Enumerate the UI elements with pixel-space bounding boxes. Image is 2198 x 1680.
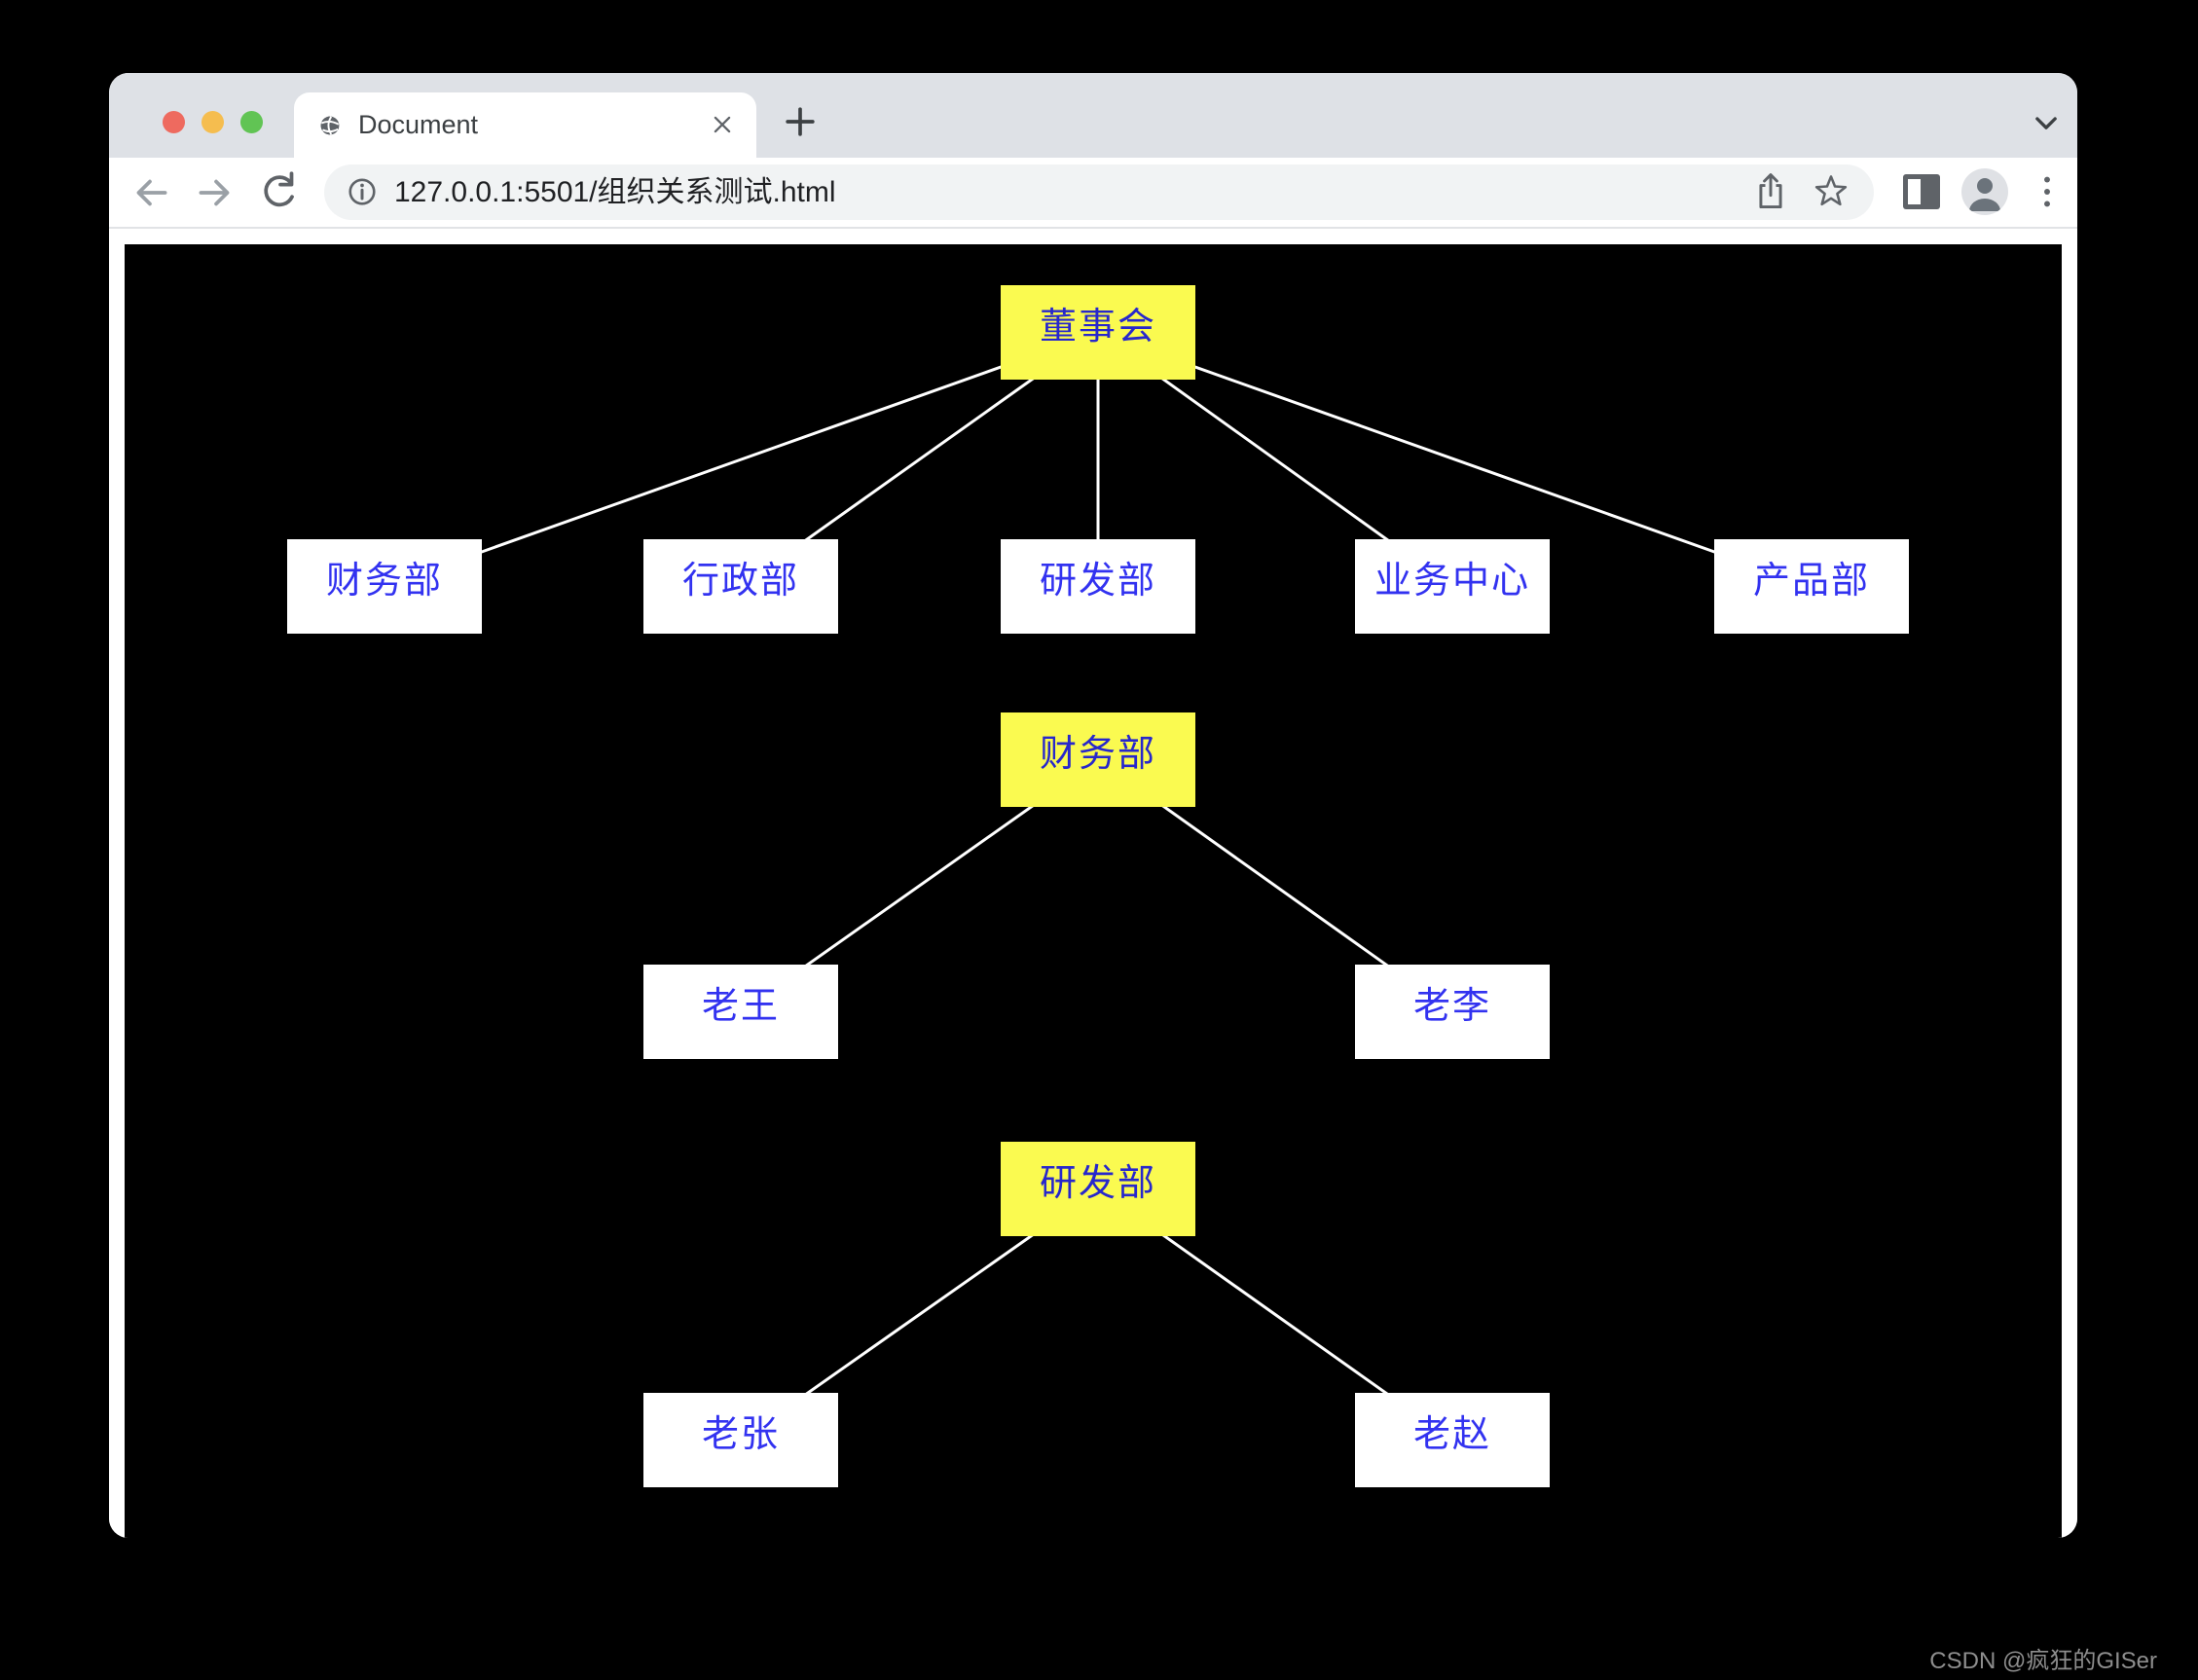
browser-window: Document <box>109 73 2077 1538</box>
share-icon[interactable] <box>1749 170 1792 213</box>
tab-search-chevron-icon[interactable] <box>2025 104 2068 143</box>
new-tab-button[interactable] <box>779 100 822 143</box>
org-node-label: 老李 <box>1412 986 1491 1027</box>
window-minimize-button[interactable] <box>201 111 224 133</box>
tab-close-icon[interactable] <box>706 108 739 141</box>
watermark-text: CSDN @疯狂的GISer <box>1929 1648 2157 1674</box>
site-info-icon[interactable] <box>342 171 383 212</box>
org-edges <box>384 331 1813 1442</box>
org-node-label: 老王 <box>701 986 780 1027</box>
org-edge-board-product <box>1097 331 1813 588</box>
org-node-label: 研发部 <box>1039 1163 1156 1204</box>
org-node-finance[interactable]: 财务部 <box>287 539 482 634</box>
page-content: 董事会财务部行政部研发部业务中心产品部财务部老王老李研发部老张老赵 <box>109 229 2077 1538</box>
tab-document[interactable]: Document <box>294 92 756 158</box>
org-node-product[interactable]: 产品部 <box>1714 539 1909 634</box>
org-node-board[interactable]: 董事会 <box>1001 285 1195 380</box>
org-node-label: 行政部 <box>681 561 799 602</box>
org-node-label: 业务中心 <box>1374 561 1530 602</box>
org-node-label: 财务部 <box>325 561 443 602</box>
globe-favicon-icon <box>315 111 345 140</box>
org-node-laoli[interactable]: 老李 <box>1355 965 1550 1059</box>
browser-menu-icon[interactable] <box>2025 168 2070 215</box>
omnibox[interactable]: 127.0.0.1:5501/组织关系测试.html <box>324 164 1874 220</box>
org-node-rnd2[interactable]: 研发部 <box>1001 1142 1195 1236</box>
org-node-label: 老赵 <box>1412 1414 1491 1455</box>
org-edge-board-finance <box>384 331 1099 588</box>
back-button[interactable] <box>127 168 175 217</box>
reload-button[interactable] <box>255 168 304 217</box>
tab-title: Document <box>358 110 479 139</box>
tab-inner: Document <box>294 92 756 158</box>
org-node-bizcenter[interactable]: 业务中心 <box>1355 539 1550 634</box>
org-node-finance2[interactable]: 财务部 <box>1001 712 1195 807</box>
forward-button[interactable] <box>191 168 239 217</box>
org-node-rnd[interactable]: 研发部 <box>1001 539 1195 634</box>
sidebar-toggle-icon[interactable] <box>1898 168 1945 215</box>
org-node-label: 产品部 <box>1752 561 1870 602</box>
tab-strip: Document <box>109 73 2077 158</box>
browser-toolbar: 127.0.0.1:5501/组织关系测试.html <box>109 158 2077 229</box>
org-node-label: 财务部 <box>1039 734 1156 775</box>
org-node-label: 老张 <box>701 1414 780 1455</box>
org-node-laowang[interactable]: 老王 <box>643 965 838 1059</box>
window-zoom-button[interactable] <box>240 111 263 133</box>
profile-avatar-icon[interactable] <box>1961 168 2008 215</box>
window-close-button[interactable] <box>163 111 185 133</box>
bookmark-star-icon[interactable] <box>1810 170 1852 213</box>
url-text: 127.0.0.1:5501/组织关系测试.html <box>394 176 836 208</box>
org-chart: 董事会财务部行政部研发部业务中心产品部财务部老王老李研发部老张老赵 <box>125 244 2062 1538</box>
org-node-laozhao[interactable]: 老赵 <box>1355 1393 1550 1487</box>
org-node-admin[interactable]: 行政部 <box>643 539 838 634</box>
org-node-laozhang[interactable]: 老张 <box>643 1393 838 1487</box>
org-node-label: 董事会 <box>1039 307 1156 347</box>
org-node-label: 研发部 <box>1039 561 1156 602</box>
